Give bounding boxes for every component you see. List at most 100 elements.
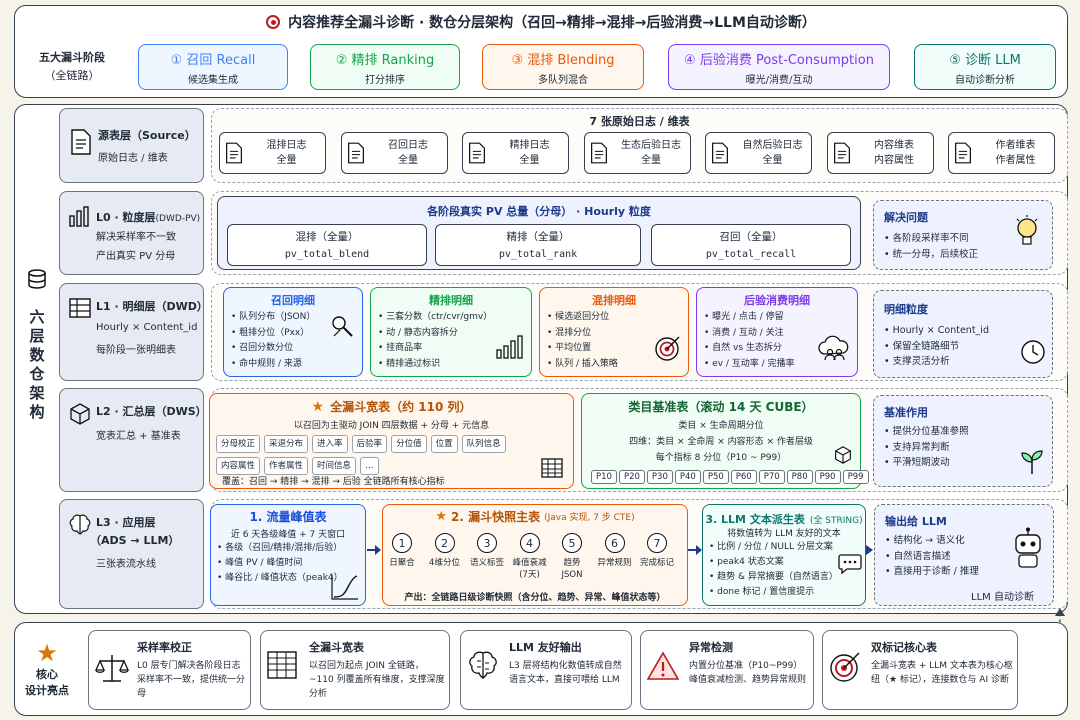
- document-icon: [342, 142, 370, 164]
- peak-table-title: 1. 流量峰值表: [249, 510, 327, 524]
- llm-text-tag: (全 STRING): [809, 516, 863, 526]
- stage-arrow: [461, 58, 482, 74]
- l1-detail-card: 召回明细队列分布（JSON）粗排分位（Pxx）召回分数分位命中规则 / 来源: [223, 287, 363, 377]
- source-table-sub: 全量: [641, 155, 661, 166]
- vertical-title-char: 层: [29, 327, 45, 345]
- layer-l3-tag: （ADS → LLM）: [90, 534, 180, 547]
- flow-arrow-1: [367, 545, 381, 555]
- cte-step: 4: [519, 533, 540, 553]
- percentile-chip: P50: [702, 470, 729, 484]
- field-chip: 作者属性: [264, 457, 309, 475]
- llm-text-sub: 将数值转为 LLM 友好的文本: [727, 529, 841, 539]
- layer-l1-title: L1 · 明细层（DWD）: [96, 300, 208, 313]
- cte-step: 6: [604, 533, 625, 553]
- l2-side-list: 提供分位基准参照支持异常判断平滑短期波动: [884, 424, 969, 471]
- stage-arrow: [289, 58, 310, 74]
- percentile-chip: P10: [591, 470, 617, 484]
- l0-pv-column: 召回（全量）pv_total_recall: [651, 224, 851, 266]
- layer-l0-tag: (DWD-PV): [155, 214, 201, 224]
- chat-bubble-icon: [838, 554, 862, 575]
- target-icon: [654, 334, 682, 366]
- target-icon: [266, 15, 281, 29]
- core-title: 异常检测: [689, 641, 733, 654]
- layer-l3-title: L3 · 应用层: [96, 516, 156, 529]
- brain-icon: [467, 651, 499, 685]
- source-table: 召回日志全量: [340, 132, 448, 174]
- cube-table-sub3: 每个指标 8 分位（P10 ~ P99）: [655, 453, 787, 463]
- stage-sub: 自动诊断分析: [955, 75, 1015, 86]
- snapshot-table-card: [382, 504, 688, 606]
- l0-pv-column: 精排（全量）pv_total_rank: [435, 224, 641, 266]
- core-highlight-card: 全漏斗宽表以召回为起点 JOIN 全链路，~110 列覆盖所有维度，支撑深度分析: [260, 630, 450, 710]
- stage-title: ② 精排 Ranking: [335, 53, 435, 68]
- layer-l0-label: L0 · 粒度层(DWD-PV) 解决采样率不一致 产出真实 PV 分母: [59, 191, 204, 275]
- wide-table-title: 全漏斗宽表（约 110 列）: [330, 400, 472, 414]
- l0-side-title: 解决问题: [884, 211, 928, 224]
- vertical-title-char: 架: [29, 384, 45, 402]
- layer-l1-label: L1 · 明细层（DWD） Hourly × Content_id 每阶段一张明…: [59, 283, 208, 381]
- document-icon: [220, 142, 248, 164]
- field-chip: 采退分布: [264, 435, 309, 453]
- vertical-title-char: 六: [29, 308, 45, 326]
- percentile-chip: P90: [814, 470, 841, 484]
- l3-side-title: 输出给 LLM: [885, 515, 947, 528]
- source-table-sub: 全量: [519, 155, 540, 166]
- core-desc: 全漏斗宽表 + LLM 文本表为核心枢纽（★ 标记），连接数仓与 AI 诊断: [871, 661, 1013, 685]
- brain-icon: [69, 514, 91, 535]
- l0-heading: 各阶段真实 PV 总量（分母） · Hourly 粒度: [427, 205, 651, 218]
- l3-side-foot: LLM 自动诊断: [971, 592, 1034, 603]
- l0-pv-field: pv_total_recall: [705, 249, 797, 260]
- source-table-name: 精排日志: [509, 140, 550, 151]
- source-table: 自然后验日志全量: [705, 132, 812, 174]
- cte-step-label: 趋势 JSON: [561, 558, 583, 580]
- field-chip: …: [360, 457, 379, 475]
- field-chip: 后验率: [351, 435, 388, 453]
- source-table-sub: 全量: [276, 155, 297, 166]
- bar-chart-icon: [495, 334, 525, 364]
- cte-step-label: 完成标记: [639, 558, 674, 568]
- l1-detail-card: 精排明细三套分数（ctr/cvr/gmv）动 / 静态内容拆分挂商品率精排通过标…: [370, 287, 532, 377]
- cte-step-label: 峰值衰减 (7天): [512, 558, 547, 580]
- lightbulb-icon: [1016, 215, 1038, 245]
- users-cloud-icon: [817, 334, 851, 366]
- core-title: 全漏斗宽表: [309, 641, 364, 654]
- stage-sub: 打分排序: [365, 75, 405, 86]
- bar-chart-icon: [69, 206, 89, 227]
- l0-pv-column: 混排（全量）pv_total_blend: [227, 224, 427, 266]
- llm-text-title: 3. LLM 文本派生表: [705, 513, 805, 526]
- document-icon: [828, 142, 856, 164]
- source-table: 混排日志全量: [219, 132, 326, 174]
- wide-table-sub: 以召回为主驱动 JOIN 四层数据 + 分母 + 元信息: [293, 421, 490, 431]
- percentile-chip: P20: [618, 470, 645, 484]
- core-title: 采样率校正: [137, 641, 192, 654]
- source-table-name: 召回日志: [388, 140, 428, 151]
- l0-pv-field: pv_total_rank: [498, 249, 578, 260]
- source-table-name: 作者维表: [995, 140, 1036, 151]
- flow-arrow-3: [866, 545, 873, 555]
- target-icon: [829, 651, 861, 687]
- field-chip: 分位值: [391, 435, 427, 453]
- database-icon: [28, 269, 46, 289]
- source-table: 生态后验日志全量: [583, 132, 691, 174]
- snapshot-output: 产出：全链路日级诊断快照（含分位、趋势、异常、峰值状态等）: [404, 593, 666, 603]
- document-icon: [949, 142, 977, 164]
- llm-text-title-row: 3. LLM 文本派生表 (全 STRING): [702, 508, 866, 527]
- cte-step-label: 4维分位: [429, 558, 460, 568]
- stage-sub: 候选集生成: [188, 75, 238, 86]
- l1-side-list: Hourly × Content_id保留全链路细节支撑灵活分析: [884, 323, 989, 370]
- core-desc: L0 层专门解决各阶段日志采样率不一致，提供统一分母: [137, 661, 246, 699]
- layer-source-sub: 原始日志 / 维表: [98, 153, 168, 164]
- cte-step-label: 日聚合: [389, 558, 415, 568]
- stage-arrow: [891, 58, 914, 74]
- field-chip: 时间信息: [312, 457, 357, 475]
- table-icon: [267, 651, 297, 683]
- llm-text-list: 比例 / 分位 / NULL 分层文案peak4 状态文案趋势 & 异常摘要（自…: [709, 540, 838, 600]
- l1-card-title: 后验消费明细: [744, 294, 810, 307]
- l0-pv-field: pv_total_blend: [284, 249, 370, 260]
- vertical-title-char: 构: [29, 403, 45, 421]
- table-icon: [69, 298, 91, 318]
- cte-step-label: 语义标签: [469, 558, 504, 568]
- cte-step: 5: [562, 533, 582, 553]
